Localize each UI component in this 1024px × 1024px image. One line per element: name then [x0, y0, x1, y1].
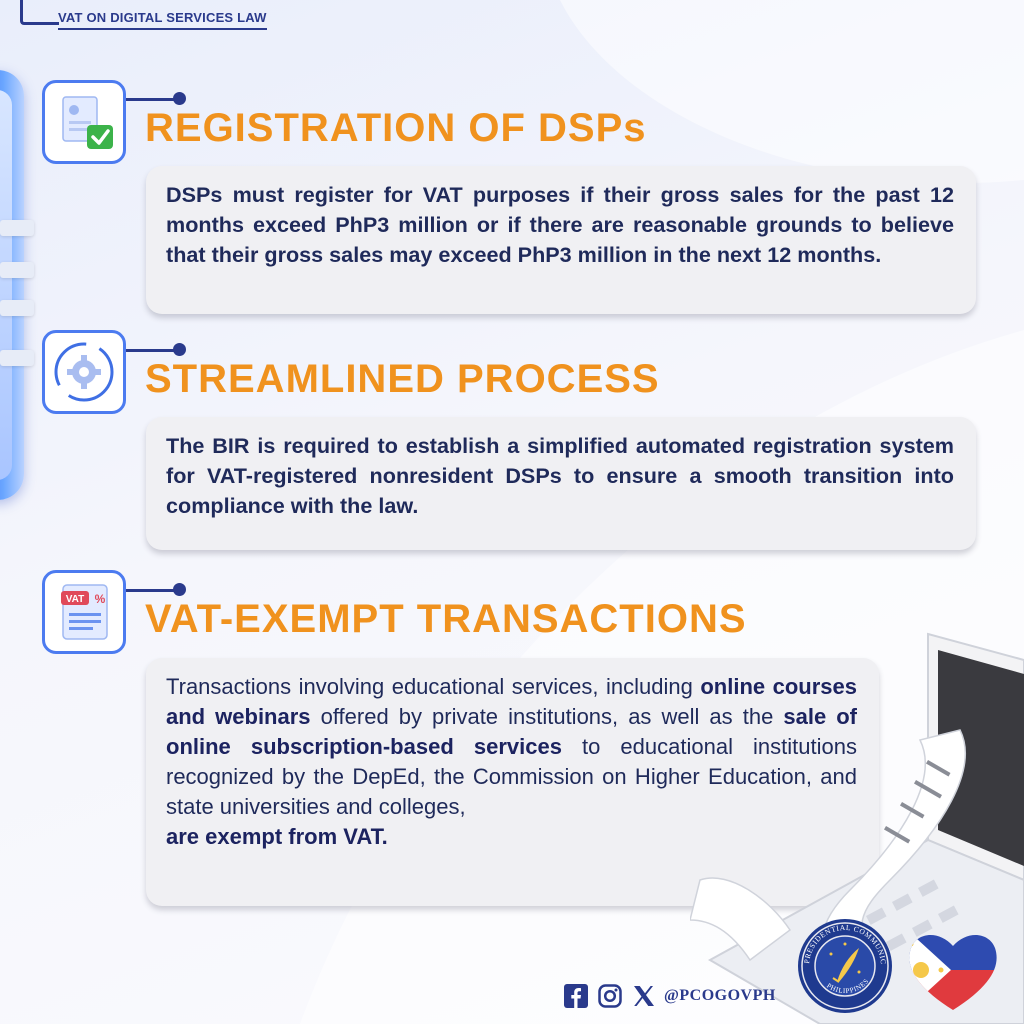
instagram-icon[interactable] [598, 984, 622, 1008]
header-bracket [20, 0, 59, 25]
phone-tab [0, 220, 34, 236]
card-text: DSPs must register for VAT purposes if t… [166, 182, 954, 267]
connector-dot [173, 343, 186, 356]
card-text: Transactions involving educational servi… [166, 672, 857, 852]
text-highlight: sale of online subscription-based servic… [166, 704, 857, 759]
connector-line [126, 349, 178, 352]
section-title-registration: REGISTRATION OF DSPs [145, 106, 647, 150]
connector-line [126, 98, 178, 101]
gear-refresh-icon [42, 330, 126, 414]
section-title-streamlined: STREAMLINED PROCESS [145, 357, 660, 401]
facebook-icon[interactable] [564, 984, 588, 1008]
card-vat-exempt: Transactions involving educational servi… [146, 658, 879, 906]
text-part: to educational institutions recognized b… [166, 734, 857, 819]
connector-line [126, 589, 178, 592]
card-registration: DSPs must register for VAT purposes if t… [146, 166, 976, 314]
section-title-vat-exempt: VAT-EXEMPT TRANSACTIONS [145, 597, 747, 641]
social-handle[interactable]: @PCOGOVPH [664, 987, 776, 1004]
phone-tab [0, 300, 34, 316]
text-part: offered by private institutions, as well… [310, 704, 784, 729]
phone-tab [0, 262, 34, 278]
connector-dot [173, 92, 186, 105]
vat-document-icon: VAT % [42, 570, 126, 654]
text-highlight: are exempt from VAT. [166, 824, 388, 849]
phone-screen [0, 90, 12, 480]
phone-tab [0, 350, 34, 366]
page-title: VAT ON DIGITAL SERVICES LAW [58, 10, 267, 30]
percent-icon: % [95, 592, 106, 606]
philippine-flag-heart-logo [909, 934, 997, 1010]
text-highlight: online courses and webinars [166, 674, 857, 729]
document-check-icon [42, 80, 126, 164]
social-bar: @PCOGOVPH [564, 984, 776, 1008]
text-part: Transactions involving educational servi… [166, 674, 701, 699]
pco-seal-logo: PRESIDENTIAL COMMUNICATIONS OFFICE PHILI… [797, 918, 892, 1013]
vat-icon-label: VAT [66, 594, 85, 605]
card-streamlined: The BIR is required to establish a simpl… [146, 417, 976, 550]
card-text: The BIR is required to establish a simpl… [166, 433, 954, 518]
connector-dot [173, 583, 186, 596]
x-icon[interactable] [632, 984, 656, 1008]
